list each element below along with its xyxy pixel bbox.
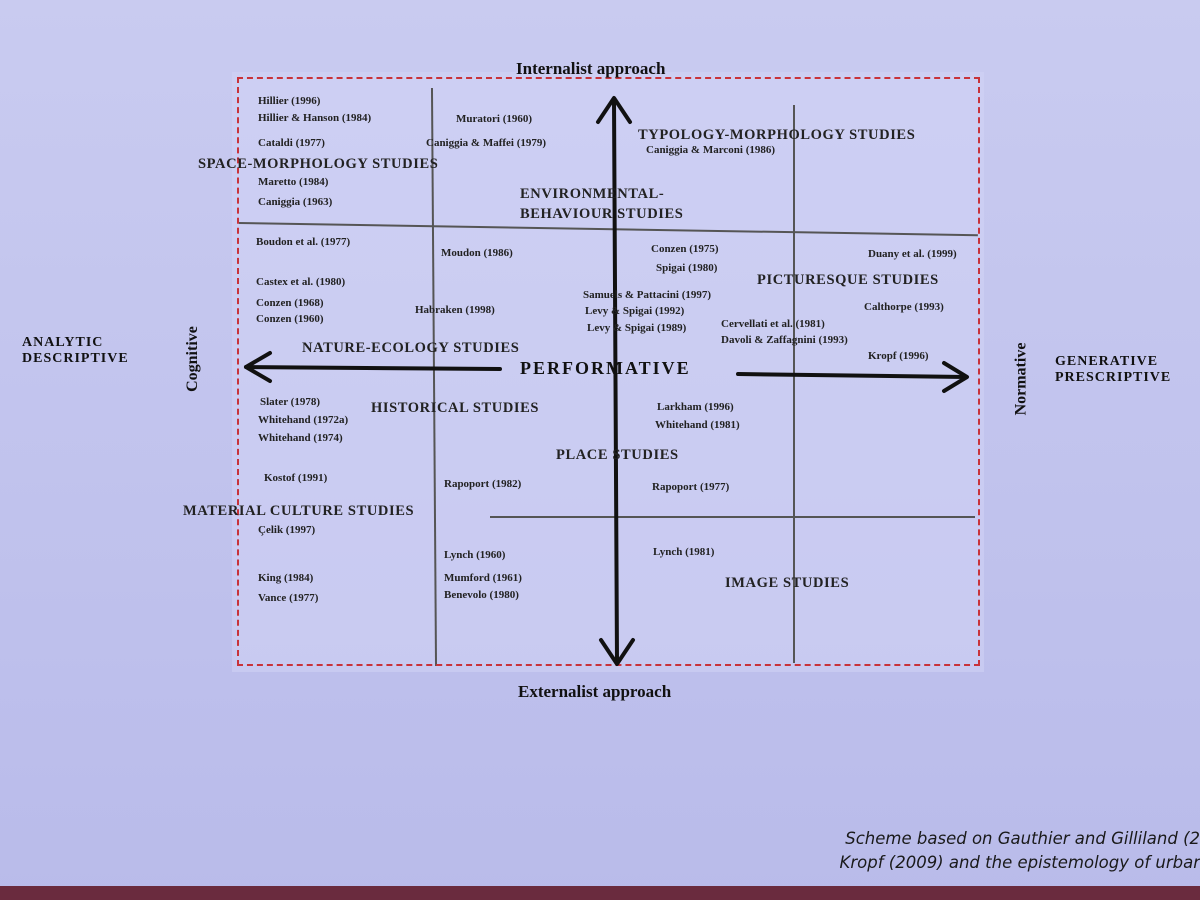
- category-historical: HISTORICAL STUDIES: [371, 400, 540, 416]
- ref-levy-1989: Levy & Spigai (1989): [587, 322, 687, 334]
- ref-whitehand-1972: Whitehand (1972a): [258, 414, 349, 426]
- category-place: PLACE STUDIES: [556, 447, 679, 463]
- ref-conzen-1960: Conzen (1960): [256, 313, 324, 325]
- category-nature-ecology: NATURE-ECOLOGY STUDIES: [302, 340, 520, 356]
- ref-king: King (1984): [258, 572, 314, 584]
- ref-samuels: Samuels & Pattacini (1997): [583, 289, 712, 301]
- ref-kostof: Kostof (1991): [264, 472, 328, 484]
- ref-larkham: Larkham (1996): [657, 401, 734, 413]
- ref-maretto: Maretto (1984): [258, 176, 329, 188]
- caption-line-1: Scheme based on Gauthier and Gilliland (…: [845, 829, 1200, 848]
- ref-calthorpe: Calthorpe (1993): [864, 301, 944, 313]
- axis-label-cognitive: Cognitive: [183, 326, 201, 392]
- ref-caniggia-1963: Caniggia (1963): [258, 196, 333, 208]
- side-label-left-2: DESCRIPTIVE: [22, 351, 129, 366]
- ref-cataldi: Cataldi (1977): [258, 137, 325, 149]
- side-label-right-2: PRESCRIPTIVE: [1055, 370, 1172, 385]
- ref-whitehand-1974: Whitehand (1974): [258, 432, 343, 444]
- category-picturesque: PICTURESQUE STUDIES: [757, 272, 939, 288]
- vertical-axis-line: [612, 98, 619, 664]
- ref-whitehand-1981: Whitehand (1981): [655, 419, 740, 431]
- caption-line-2: Kropf (2009) and the epistemology of urb…: [839, 853, 1200, 872]
- ref-conzen-1968: Conzen (1968): [256, 297, 324, 309]
- ref-mumford: Mumford (1961): [444, 572, 522, 584]
- ref-caniggia-marconi: Caniggia & Marconi (1986): [646, 144, 776, 156]
- ref-lynch-1981: Lynch (1981): [653, 546, 715, 558]
- ref-lynch-1960: Lynch (1960): [444, 549, 506, 561]
- axis-label-top: Internalist approach: [516, 59, 666, 78]
- right-axis-line: [736, 372, 968, 379]
- ref-castex: Castex et al. (1980): [256, 276, 346, 288]
- category-space-morphology: SPACE-MORPHOLOGY STUDIES: [198, 156, 439, 172]
- ref-benevolo: Benevolo (1980): [444, 589, 519, 601]
- diagram-frame: [237, 77, 980, 666]
- center-label-performative: PERFORMATIVE: [520, 358, 691, 378]
- ref-duany: Duany et al. (1999): [868, 248, 957, 260]
- horizontal-divider-bottom: [490, 516, 975, 518]
- ref-habraken: Habraken (1998): [415, 304, 495, 316]
- ref-conzen-1975: Conzen (1975): [651, 243, 719, 255]
- ref-hillier-hanson: Hillier & Hanson (1984): [258, 112, 372, 124]
- category-image: IMAGE STUDIES: [725, 575, 850, 591]
- category-environmental-2: BEHAVIOUR STUDIES: [520, 206, 684, 222]
- ref-levy-1992: Levy & Spigai (1992): [585, 305, 685, 317]
- ref-celik: Çelik (1997): [258, 524, 316, 536]
- category-environmental-1: ENVIRONMENTAL-: [520, 186, 665, 202]
- axis-label-bottom: Externalist approach: [518, 682, 672, 701]
- ref-caniggia-maffei: Caniggia & Maffei (1979): [426, 137, 547, 149]
- axis-label-normative: Normative: [1012, 342, 1030, 416]
- category-typology-morphology: TYPOLOGY-MORPHOLOGY STUDIES: [638, 127, 916, 143]
- side-label-left-1: ANALYTIC: [22, 335, 104, 350]
- ref-rapoport-1982: Rapoport (1982): [444, 478, 522, 490]
- vertical-divider-right: [793, 105, 795, 663]
- ref-vance: Vance (1977): [258, 592, 319, 604]
- ref-moudon: Moudon (1986): [441, 247, 513, 259]
- diagram-background: [232, 72, 984, 672]
- ref-spigai: Spigai (1980): [656, 262, 718, 274]
- slide-footer-bar: [0, 886, 1200, 900]
- left-axis-line: [244, 365, 502, 371]
- ref-slater: Slater (1978): [260, 396, 320, 408]
- ref-davoli: Davoli & Zaffagnini (1993): [721, 334, 848, 346]
- up-arrowhead: [596, 96, 632, 124]
- side-label-right-1: GENERATIVE: [1055, 354, 1159, 369]
- category-material-culture: MATERIAL CULTURE STUDIES: [183, 503, 415, 519]
- ref-boudon: Boudon et al. (1977): [256, 236, 351, 248]
- left-arrowhead: [244, 351, 272, 383]
- ref-cervellati: Cervellati et al. (1981): [721, 318, 825, 330]
- down-arrowhead: [599, 638, 635, 666]
- ref-kropf: Kropf (1996): [868, 350, 929, 362]
- ref-hillier-1996: Hillier (1996): [258, 95, 321, 107]
- right-arrowhead: [942, 361, 969, 393]
- ref-muratori: Muratori (1960): [456, 113, 533, 125]
- ref-rapoport-1977: Rapoport (1977): [652, 481, 730, 493]
